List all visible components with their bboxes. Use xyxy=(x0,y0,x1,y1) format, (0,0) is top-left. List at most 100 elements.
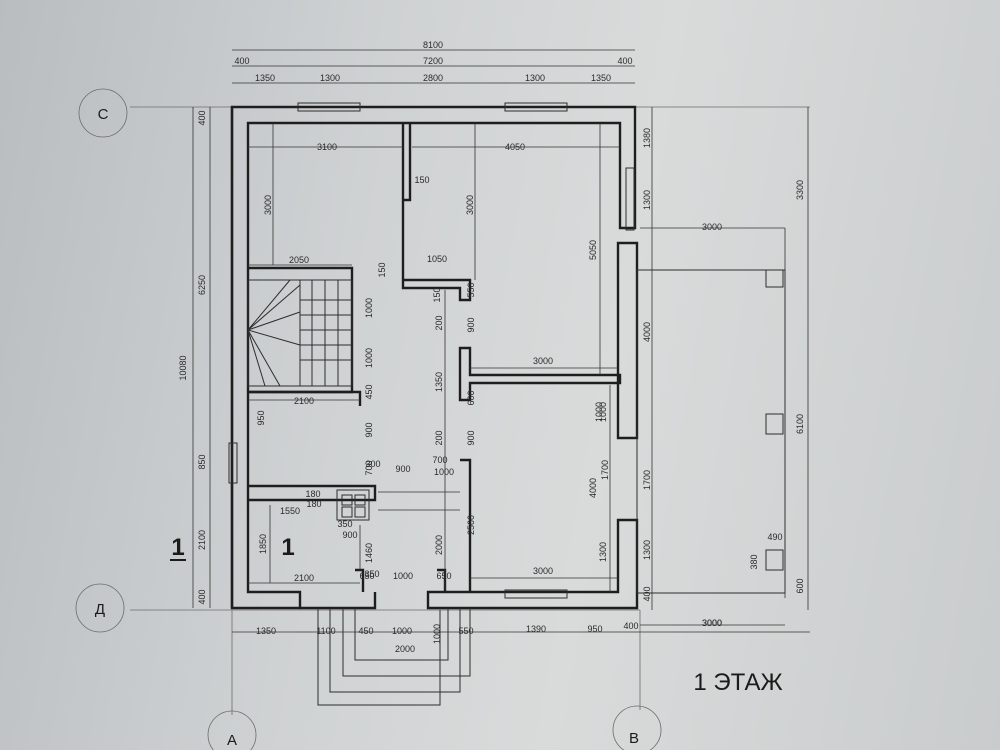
dim-text: 700 xyxy=(364,460,374,475)
dim-text: 600 xyxy=(795,578,805,593)
dim-text: 1390 xyxy=(526,624,546,634)
dim-text: 650 xyxy=(436,571,451,581)
entrance-porch xyxy=(317,608,471,706)
dim-text: 2500 xyxy=(466,515,476,535)
dim-text: 1000 xyxy=(598,402,608,422)
dim-text: 450 xyxy=(364,384,374,399)
dim-text: 1460 xyxy=(364,543,374,563)
axis-bubble-c xyxy=(78,88,128,138)
window-right xyxy=(625,167,635,231)
dim-text: 400 xyxy=(197,589,207,604)
dim-text: 400 xyxy=(234,56,249,66)
window-top-right xyxy=(504,102,568,112)
dim-text: 2050 xyxy=(289,255,309,265)
dim-text: 3000 xyxy=(702,618,722,628)
dim-text: 3000 xyxy=(533,566,553,576)
dim-text: 600 xyxy=(466,390,476,405)
dim-text: 350 xyxy=(364,569,379,579)
dim-text: 2100 xyxy=(294,573,314,583)
dim-text: 1700 xyxy=(600,460,610,480)
dim-text: 3000 xyxy=(263,195,273,215)
dim-text: 1300 xyxy=(320,73,340,83)
axis-label-b: В xyxy=(629,730,639,747)
dim-text: 1000 xyxy=(364,298,374,318)
dim-text: 400 xyxy=(642,586,652,601)
dim-text: 7200 xyxy=(423,56,443,66)
drawing-title: 1 ЭТАЖ xyxy=(693,669,782,696)
window-bottom xyxy=(504,589,568,599)
dim-text: 1000 xyxy=(432,624,442,644)
dimension-lines xyxy=(192,49,810,633)
staircase xyxy=(247,279,353,387)
dim-text: 180 xyxy=(306,499,321,509)
dim-text: 1700 xyxy=(642,470,652,490)
dim-text: 1300 xyxy=(642,540,652,560)
axis-label-d: Д xyxy=(95,601,105,618)
dim-text: 1850 xyxy=(258,534,268,554)
dim-text: 10080 xyxy=(178,355,188,380)
dim-text: 3100 xyxy=(317,142,337,152)
dim-text: 2000 xyxy=(434,535,444,555)
dim-text: 900 xyxy=(395,464,410,474)
dim-text: 1100 xyxy=(316,626,335,636)
dim-text: 650 xyxy=(359,571,374,581)
dim-text: 400 xyxy=(617,56,632,66)
dim-text: 300 xyxy=(365,459,380,469)
section-mark-inner: 1 xyxy=(281,534,294,561)
dim-text: 2000 xyxy=(395,644,415,654)
dim-text: 3000 xyxy=(702,222,722,232)
dim-text: 1300 xyxy=(642,190,652,210)
dim-text: 4050 xyxy=(505,142,525,152)
dim-text: 150 xyxy=(377,262,387,277)
dim-text: 550 xyxy=(466,282,476,297)
dim-text: 1000 xyxy=(392,626,412,636)
dim-text: 1550 xyxy=(280,506,300,516)
dim-text: 3300 xyxy=(795,180,805,200)
dim-text: 150 xyxy=(414,175,429,185)
dim-text: 850 xyxy=(197,454,207,469)
dim-text: 950 xyxy=(256,410,266,425)
chimney-block xyxy=(336,489,370,521)
dim-text: 1000 xyxy=(434,467,454,477)
dim-text: 1000 xyxy=(393,571,413,581)
dim-text: 3000 xyxy=(702,618,722,628)
garage-annex xyxy=(636,269,786,594)
dim-text: 150 xyxy=(432,287,442,302)
dim-text: 1050 xyxy=(427,254,447,264)
dim-text: 4000 xyxy=(588,478,598,498)
dim-text: 200 xyxy=(434,430,444,445)
dim-text: 900 xyxy=(364,422,374,437)
dim-text: 3000 xyxy=(533,356,553,366)
dim-text: 6250 xyxy=(197,275,207,295)
interior-walls xyxy=(248,123,622,592)
section-mark-left: 1 xyxy=(171,534,184,561)
dim-text: 3000 xyxy=(465,195,475,215)
exterior-walls xyxy=(228,102,639,610)
dim-text: 400 xyxy=(623,621,638,631)
dimension-texts: 8100 7200 400 400 1350 1300 2800 1300 13… xyxy=(178,40,805,654)
dim-text: 900 xyxy=(342,530,357,540)
dim-text: 350 xyxy=(337,519,352,529)
dim-text: 1380 xyxy=(642,128,652,148)
dim-text: 1350 xyxy=(256,626,276,636)
dim-text: 8100 xyxy=(423,40,443,50)
dim-text: 180 xyxy=(305,489,320,499)
window-top-left xyxy=(297,102,361,112)
dim-text: 2100 xyxy=(294,396,314,406)
dim-text: 900 xyxy=(466,430,476,445)
grid-axes: С Д А В xyxy=(75,88,810,750)
axis-label-c: С xyxy=(98,106,109,123)
dim-text: 1350 xyxy=(255,73,275,83)
dim-text: 450 xyxy=(358,626,373,636)
dim-text: 490 xyxy=(767,532,782,542)
dim-text: 900 xyxy=(466,317,476,332)
dim-text: 5050 xyxy=(588,240,598,260)
dim-text: 4000 xyxy=(642,322,652,342)
axis-bubble-d xyxy=(75,583,125,633)
dim-text: 1350 xyxy=(591,73,611,83)
dim-text: 1300 xyxy=(525,73,545,83)
dim-text: 2800 xyxy=(423,73,443,83)
dim-text: 400 xyxy=(197,110,207,125)
axis-bubble-b xyxy=(612,705,662,750)
